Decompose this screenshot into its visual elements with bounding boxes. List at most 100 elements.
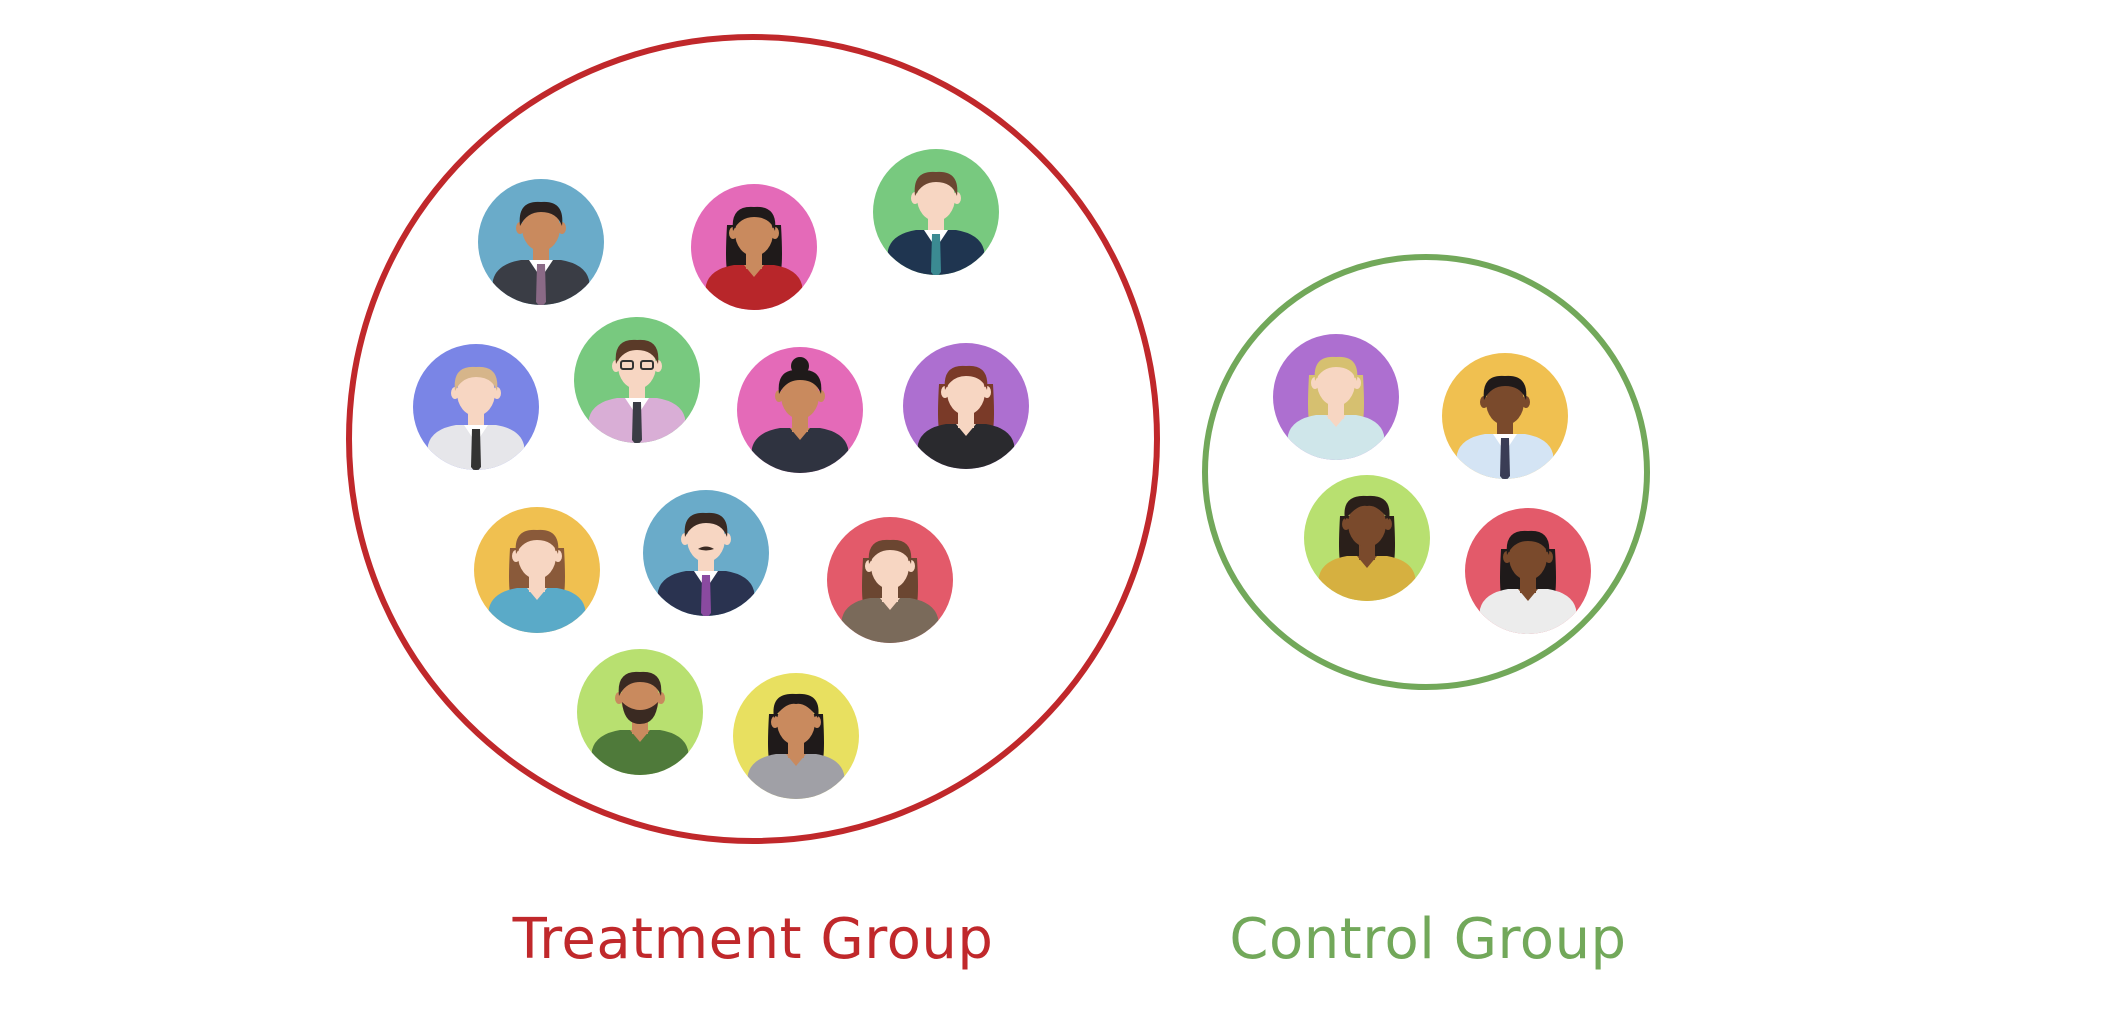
neck-icon xyxy=(1359,542,1375,560)
torso-icon xyxy=(1478,589,1578,634)
ear-icon xyxy=(941,386,949,398)
hair-icon xyxy=(1506,530,1550,555)
neckline-icon xyxy=(1326,415,1346,427)
neck-icon xyxy=(788,740,804,758)
tie-icon xyxy=(632,402,642,443)
control-group-circle xyxy=(1202,254,1650,690)
torso-icon xyxy=(487,588,587,633)
neck-icon xyxy=(882,584,898,602)
neckline-icon xyxy=(630,730,650,742)
ear-icon xyxy=(493,387,501,399)
neckline-icon xyxy=(786,754,806,766)
face-icon xyxy=(735,210,773,256)
ear-icon xyxy=(657,692,665,704)
ear-icon xyxy=(907,560,915,572)
tie-icon xyxy=(1500,438,1510,479)
neck-icon xyxy=(468,411,484,429)
ear-icon xyxy=(983,386,991,398)
neck-icon xyxy=(928,216,944,234)
ear-icon xyxy=(681,533,689,545)
face-icon xyxy=(1317,360,1355,406)
hair-icon xyxy=(1314,356,1358,381)
torso-icon xyxy=(916,424,1016,469)
face-icon xyxy=(618,343,656,389)
hair-icon xyxy=(515,529,559,554)
face-icon xyxy=(522,205,560,251)
ear-icon xyxy=(723,533,731,545)
treatment-group-label: Treatment Group xyxy=(512,907,994,972)
neck-icon xyxy=(1497,420,1513,438)
hair-icon xyxy=(1344,495,1390,520)
treatment-person-avatar xyxy=(903,343,1029,469)
treatment-person-avatar xyxy=(643,490,769,616)
ear-icon xyxy=(729,227,737,239)
ear-icon xyxy=(1342,518,1350,530)
neckline-icon xyxy=(1518,589,1538,601)
ear-icon xyxy=(775,390,783,402)
ear-icon xyxy=(558,222,566,234)
ear-icon xyxy=(771,227,779,239)
neckline-icon xyxy=(1357,556,1377,568)
treatment-person-avatar xyxy=(474,507,600,633)
treatment-person-avatar xyxy=(733,673,859,799)
mustache-icon xyxy=(698,546,714,551)
ear-icon xyxy=(1522,396,1530,408)
ear-icon xyxy=(654,360,662,372)
ear-icon xyxy=(512,550,520,562)
neckline-icon xyxy=(744,265,764,277)
ear-icon xyxy=(615,692,623,704)
ear-icon xyxy=(516,222,524,234)
tie-icon xyxy=(471,429,481,470)
face-icon xyxy=(687,516,725,562)
hair-icon xyxy=(615,339,659,364)
tie-icon xyxy=(931,234,941,275)
face-icon xyxy=(871,543,909,589)
face-icon xyxy=(518,533,556,579)
face-icon xyxy=(781,373,819,419)
face-icon xyxy=(947,369,985,415)
treatment-person-avatar xyxy=(577,649,703,775)
neck-icon xyxy=(533,246,549,264)
neck-icon xyxy=(958,410,974,428)
torso-icon xyxy=(1317,556,1417,601)
ear-icon xyxy=(953,192,961,204)
control-person-avatar xyxy=(1304,475,1430,601)
hair-icon xyxy=(732,206,776,231)
torso-icon xyxy=(1286,415,1386,460)
face-icon xyxy=(1348,501,1386,547)
neckline-icon xyxy=(880,598,900,610)
torso-icon xyxy=(590,730,690,775)
ear-icon xyxy=(865,560,873,572)
neck-icon xyxy=(746,251,762,269)
ear-icon xyxy=(1311,377,1319,389)
glasses-icon xyxy=(620,360,634,370)
hair-icon xyxy=(684,512,728,537)
ear-icon xyxy=(911,192,919,204)
control-group-people xyxy=(1273,334,1591,634)
neck-icon xyxy=(529,574,545,592)
hair-icon xyxy=(618,671,662,696)
neck-icon xyxy=(1520,575,1536,593)
treatment-person-avatar xyxy=(691,184,817,310)
neck-icon xyxy=(1328,401,1344,419)
ear-icon xyxy=(771,716,779,728)
ear-icon xyxy=(451,387,459,399)
control-person-avatar xyxy=(1442,353,1568,479)
face-icon xyxy=(457,370,495,416)
treatment-person-avatar xyxy=(827,517,953,643)
torso-icon xyxy=(746,754,846,799)
torso-icon xyxy=(840,598,940,643)
ear-icon xyxy=(1545,551,1553,563)
hair-icon xyxy=(1483,375,1527,400)
hair-icon xyxy=(944,365,988,390)
face-icon xyxy=(1509,534,1547,580)
ear-icon xyxy=(813,716,821,728)
neck-icon xyxy=(698,557,714,575)
treatment-person-avatar xyxy=(413,344,539,470)
ear-icon xyxy=(1384,518,1392,530)
hair-icon xyxy=(519,201,563,226)
treatment-person-avatar xyxy=(737,347,863,473)
control-person-avatar xyxy=(1273,334,1399,460)
treatment-group-circle xyxy=(346,34,1160,844)
